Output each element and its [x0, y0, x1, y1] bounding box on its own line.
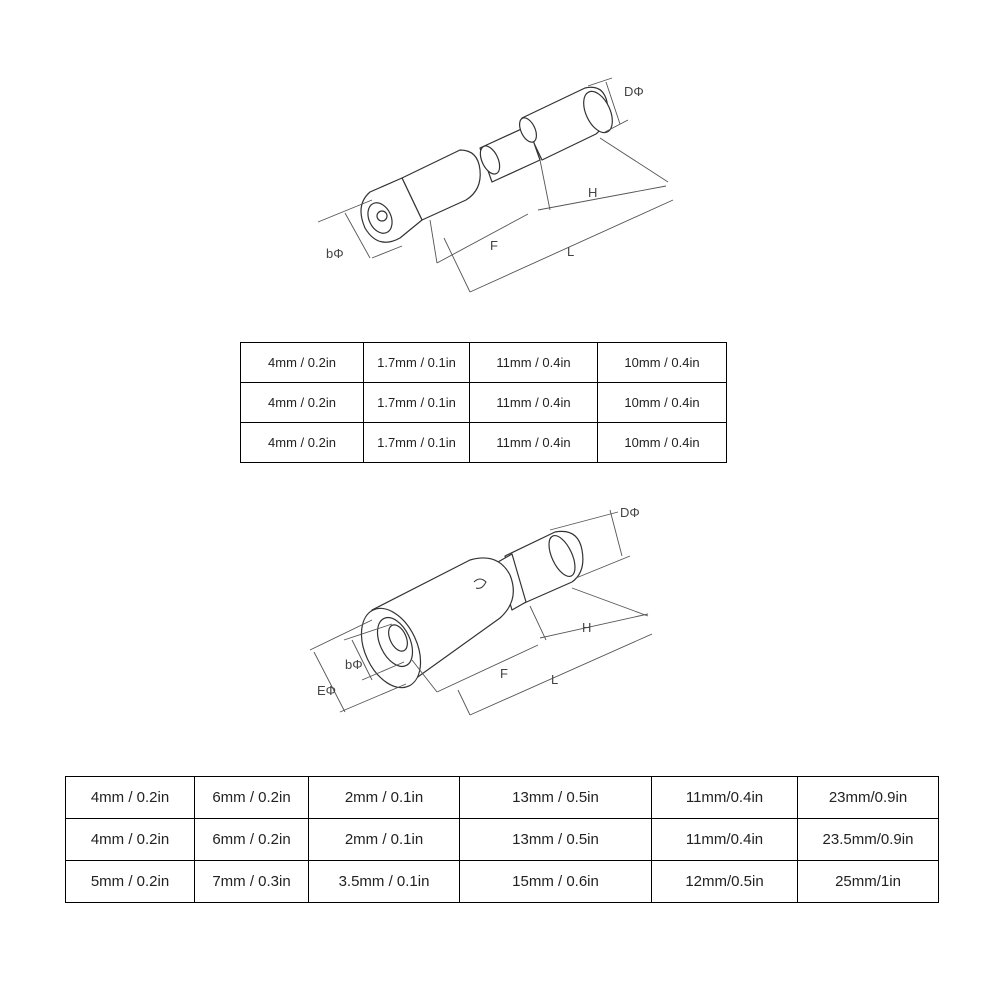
table-cell: 5mm / 0.2in — [65, 860, 195, 903]
table-cell: 1.7mm / 0.1in — [363, 342, 470, 383]
male-label-h: H — [588, 185, 597, 200]
female-label-f: F — [500, 666, 508, 681]
table-cell: 10mm / 0.4in — [597, 342, 727, 383]
table-row: 4mm / 0.2in 6mm / 0.2in 2mm / 0.1in 13mm… — [65, 776, 939, 819]
table-cell: 11mm/0.4in — [651, 818, 798, 861]
table-cell: 2mm / 0.1in — [308, 776, 460, 819]
female-label-d: DΦ — [620, 505, 640, 520]
table-cell: 4mm / 0.2in — [240, 382, 364, 423]
male-label-b: bΦ — [326, 246, 344, 261]
female-label-l: L — [551, 672, 558, 687]
table-cell: 10mm / 0.4in — [597, 382, 727, 423]
table-cell: 11mm / 0.4in — [469, 382, 598, 423]
female-connector-drawing: DΦ H bΦ EΦ F L — [309, 505, 653, 716]
table-cell: 23.5mm/0.9in — [797, 818, 939, 861]
table-cell: 2mm / 0.1in — [308, 818, 460, 861]
female-spec-table: 4mm / 0.2in 6mm / 0.2in 2mm / 0.1in 13mm… — [65, 776, 939, 903]
male-barrel — [401, 149, 481, 221]
table-row: 4mm / 0.2in 1.7mm / 0.1in 11mm / 0.4in 1… — [240, 382, 727, 423]
table-cell: 6mm / 0.2in — [194, 776, 309, 819]
table-cell: 13mm / 0.5in — [459, 776, 652, 819]
table-cell: 1.7mm / 0.1in — [363, 422, 470, 463]
table-cell: 11mm/0.4in — [651, 776, 798, 819]
table-cell: 7mm / 0.3in — [194, 860, 309, 903]
table-cell: 13mm / 0.5in — [459, 818, 652, 861]
table-cell: 15mm / 0.6in — [459, 860, 652, 903]
female-body-stamp — [473, 578, 487, 589]
table-cell: 4mm / 0.2in — [65, 776, 195, 819]
male-spec-table: 4mm / 0.2in 1.7mm / 0.1in 11mm / 0.4in 1… — [240, 342, 727, 463]
table-cell: 1.7mm / 0.1in — [363, 382, 470, 423]
female-label-h: H — [582, 620, 591, 635]
table-cell: 4mm / 0.2in — [240, 422, 364, 463]
table-cell: 4mm / 0.2in — [240, 342, 364, 383]
table-row: 5mm / 0.2in 7mm / 0.3in 3.5mm / 0.1in 15… — [65, 860, 939, 903]
table-cell: 23mm/0.9in — [797, 776, 939, 819]
table-cell: 25mm/1in — [797, 860, 939, 903]
male-connector-diagram: DΦ H bΦ F L — [0, 60, 1000, 320]
male-label-f: F — [490, 238, 498, 253]
male-connector-drawing: DΦ H bΦ F L — [317, 77, 674, 293]
female-label-b: bΦ — [345, 657, 363, 672]
table-cell: 12mm/0.5in — [651, 860, 798, 903]
table-row: 4mm / 0.2in 6mm / 0.2in 2mm / 0.1in 13mm… — [65, 818, 939, 861]
table-cell: 6mm / 0.2in — [194, 818, 309, 861]
table-cell: 11mm / 0.4in — [469, 342, 598, 383]
female-label-e: EΦ — [317, 683, 336, 698]
female-connector-diagram: DΦ H bΦ EΦ F L — [0, 495, 1000, 740]
table-row: 4mm / 0.2in 1.7mm / 0.1in 11mm / 0.4in 1… — [240, 342, 727, 383]
table-row: 4mm / 0.2in 1.7mm / 0.1in 11mm / 0.4in 1… — [240, 422, 727, 463]
table-cell: 10mm / 0.4in — [597, 422, 727, 463]
table-cell: 3.5mm / 0.1in — [308, 860, 460, 903]
table-cell: 11mm / 0.4in — [469, 422, 598, 463]
table-cell: 4mm / 0.2in — [65, 818, 195, 861]
male-label-l: L — [567, 244, 574, 259]
male-label-d: DΦ — [624, 84, 644, 99]
